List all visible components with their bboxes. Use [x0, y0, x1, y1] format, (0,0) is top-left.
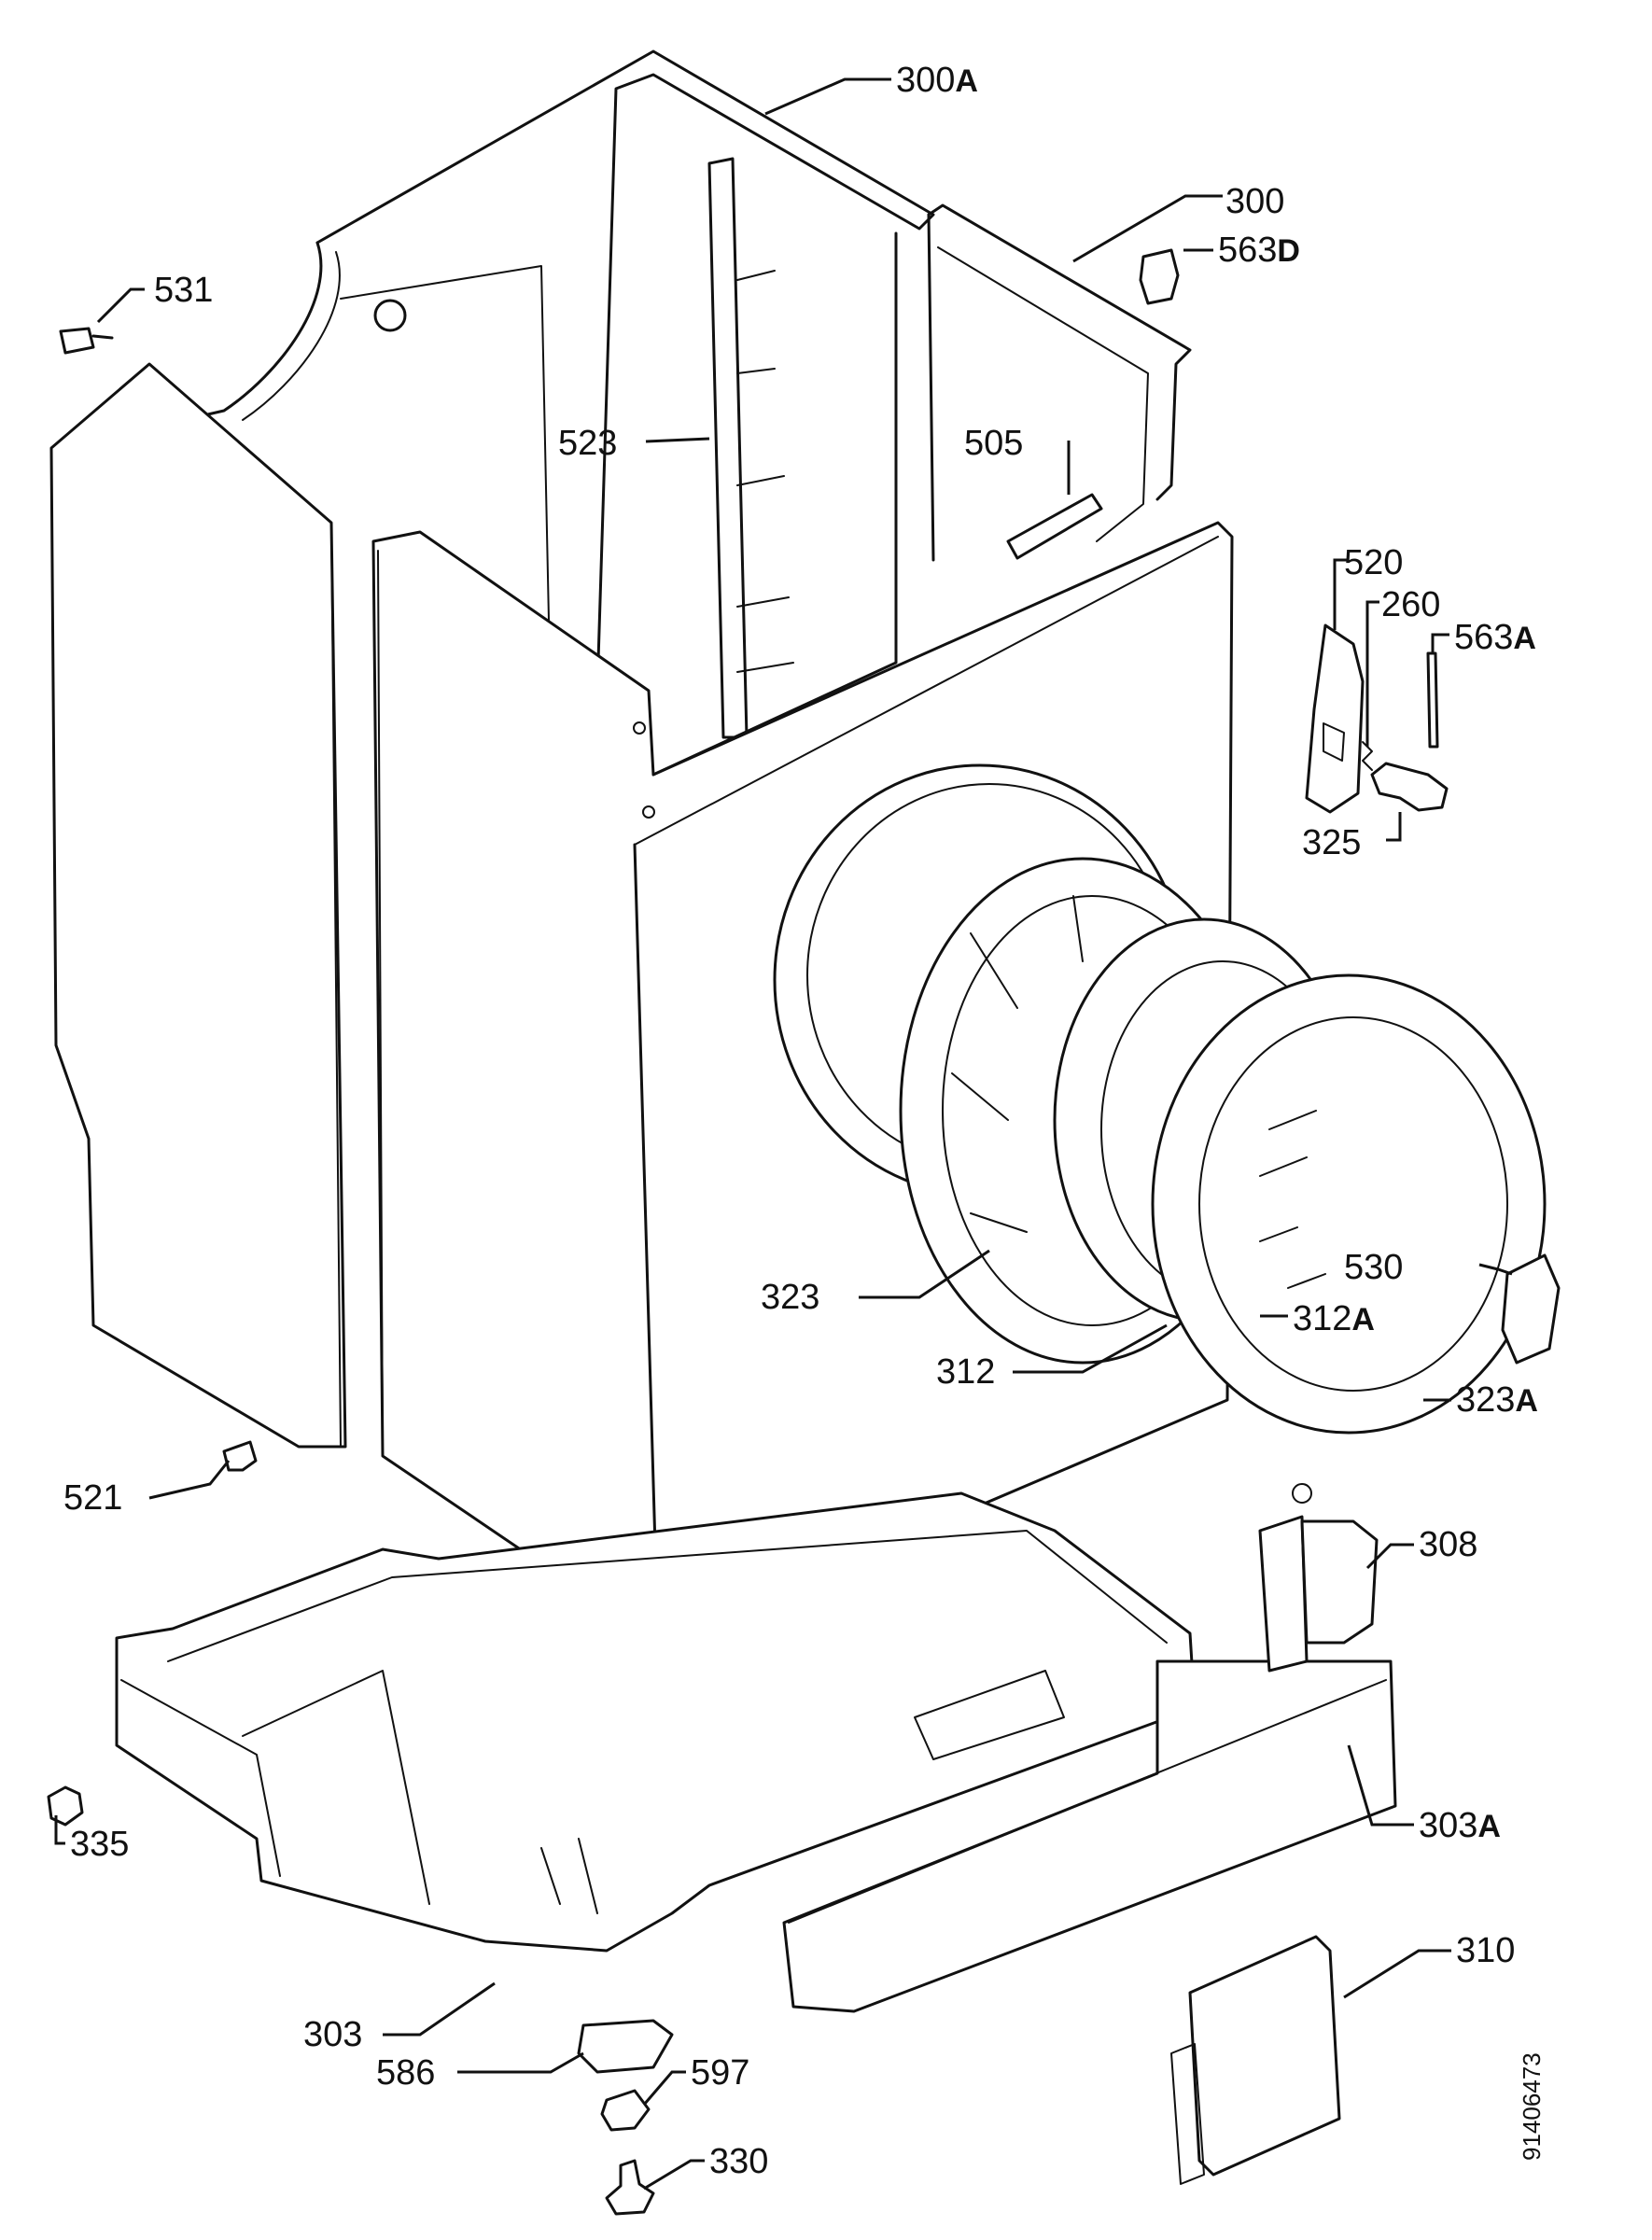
document-number: 91406473: [1518, 2052, 1546, 2161]
label-308: 308: [1419, 1525, 1477, 1564]
label-310: 310: [1456, 1931, 1515, 1970]
part-530-handle: [1501, 1253, 1561, 1365]
part-300-side-frame: [927, 203, 1192, 562]
label-563a: 563A: [1454, 618, 1536, 657]
part-325-lever: [1370, 762, 1449, 812]
part-335-nut: [47, 1785, 84, 1827]
label-521: 521: [63, 1478, 122, 1518]
part-521-screw: [222, 1440, 258, 1472]
part-left-side-panel: [49, 362, 347, 1449]
label-563d: 563D: [1218, 231, 1300, 270]
part-front-cabinet: [371, 521, 1234, 1645]
part-labels: 300A 300 563D 531 523 505 520 260 563A 3…: [63, 61, 1538, 2181]
label-323: 323: [761, 1278, 819, 1317]
part-330-foot: [605, 2159, 655, 2216]
part-base-tray: [115, 1491, 1197, 1953]
label-597: 597: [691, 2053, 749, 2093]
label-505: 505: [964, 424, 1023, 463]
label-530: 530: [1344, 1248, 1403, 1287]
label-325: 325: [1302, 823, 1361, 862]
label-520: 520: [1344, 543, 1403, 582]
part-303a-plinth: [782, 1659, 1397, 2013]
label-303a: 303A: [1419, 1806, 1501, 1845]
label-323a: 323A: [1456, 1380, 1538, 1420]
label-300a: 300A: [896, 61, 978, 100]
part-323a-door-frame: [1151, 973, 1547, 1435]
label-312a: 312A: [1293, 1299, 1375, 1338]
label-303: 303: [303, 2015, 362, 2054]
label-531: 531: [154, 271, 213, 310]
part-523-rail: [707, 157, 794, 739]
part-563a-pin: [1426, 651, 1439, 749]
label-335: 335: [70, 1825, 129, 1864]
part-520-lock-plate: [1305, 623, 1365, 814]
label-260: 260: [1381, 585, 1440, 624]
part-586-foot-bracket: [577, 2019, 674, 2074]
part-310-cover: [1170, 1935, 1341, 2185]
part-597-nut: [600, 2089, 651, 2132]
label-300: 300: [1225, 182, 1284, 221]
label-330: 330: [709, 2142, 768, 2181]
label-523: 523: [558, 424, 617, 463]
part-505-rod: [1006, 493, 1103, 560]
part-300a-rear-frame: [161, 49, 935, 777]
leader-lines: [54, 77, 1513, 2191]
part-531-screw: [59, 327, 114, 355]
label-312: 312: [936, 1352, 995, 1392]
label-586: 586: [376, 2053, 435, 2093]
part-308-hinge: [1258, 1483, 1379, 1673]
part-563d-clip: [1139, 248, 1180, 305]
